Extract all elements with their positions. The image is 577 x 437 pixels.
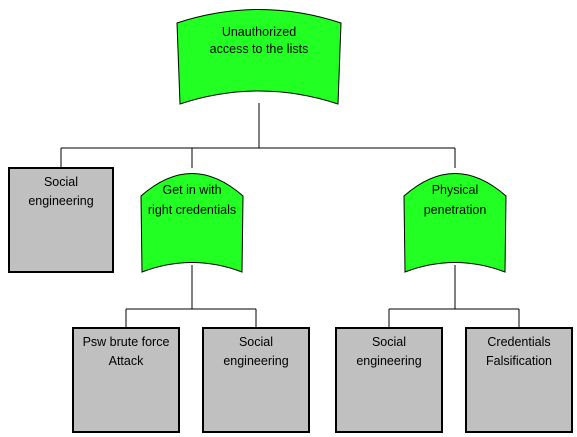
social-engineering-leaf-1: Social engineering bbox=[8, 167, 114, 273]
psw-brute-force-leaf-box bbox=[72, 327, 180, 433]
social-engineering-leaf-1-line2: engineering bbox=[28, 194, 93, 208]
credentials-gate-node: Get in with right credentials bbox=[140, 173, 244, 273]
social-engineering-leaf-1-box bbox=[8, 167, 114, 273]
social-engineering-leaf-2-line2: engineering bbox=[223, 354, 288, 368]
credentials-falsification-leaf-box bbox=[465, 327, 573, 433]
connectors bbox=[60, 103, 520, 328]
physical-gate-label-line1: Physical bbox=[432, 183, 479, 197]
root-gate-node: Unauthorized access to the lists bbox=[176, 9, 342, 105]
root-label-line1: Unauthorized bbox=[222, 25, 296, 39]
social-engineering-leaf-3-box bbox=[335, 327, 443, 433]
social-engineering-leaf-3: Social engineering bbox=[335, 327, 443, 433]
social-engineering-leaf-2: Social engineering bbox=[202, 327, 310, 433]
social-engineering-leaf-1-line1: Social bbox=[44, 175, 78, 189]
psw-brute-force-line1: Psw brute force bbox=[83, 335, 170, 349]
social-engineering-leaf-2-line1: Social bbox=[239, 335, 273, 349]
credentials-gate-label-line2: right credentials bbox=[148, 203, 236, 217]
physical-or-gate-shape bbox=[403, 173, 507, 273]
physical-gate-label-line2: penetration bbox=[424, 203, 487, 217]
root-or-gate-shape bbox=[176, 9, 342, 105]
root-label-line2: access to the lists bbox=[210, 42, 309, 56]
social-engineering-leaf-3-line2: engineering bbox=[356, 354, 421, 368]
psw-brute-force-line2: Attack bbox=[109, 354, 144, 368]
credentials-falsification-leaf: Credentials Falsification bbox=[465, 327, 573, 433]
credentials-falsification-line2: Falsification bbox=[486, 354, 552, 368]
social-engineering-leaf-3-line1: Social bbox=[372, 335, 406, 349]
physical-gate-node: Physical penetration bbox=[403, 173, 507, 273]
social-engineering-leaf-2-box bbox=[202, 327, 310, 433]
credentials-or-gate-shape bbox=[140, 173, 244, 273]
psw-brute-force-leaf: Psw brute force Attack bbox=[72, 327, 180, 433]
credentials-falsification-line1: Credentials bbox=[487, 335, 550, 349]
credentials-gate-label-line1: Get in with bbox=[162, 183, 221, 197]
